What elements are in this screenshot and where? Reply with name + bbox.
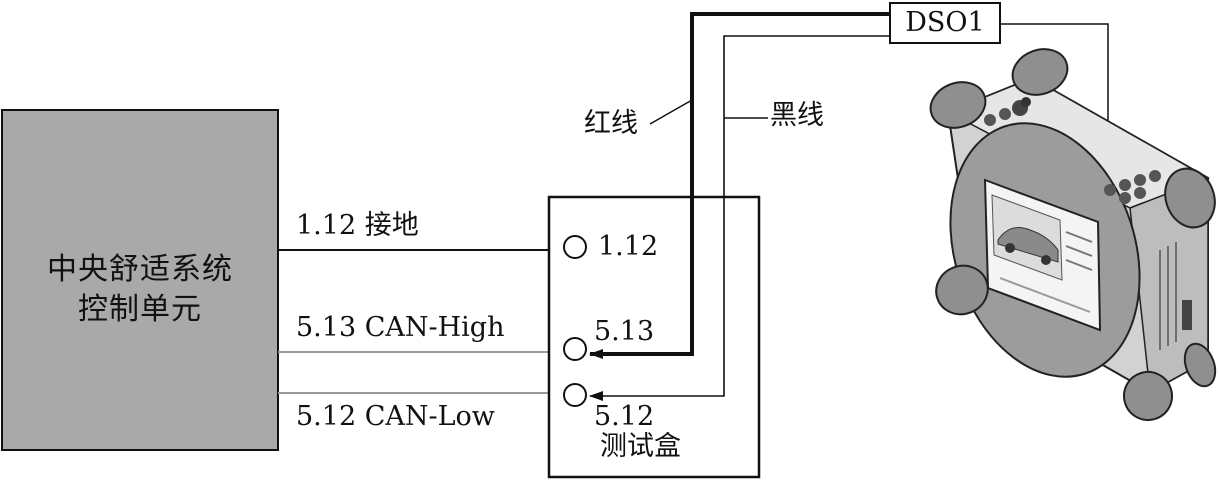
diagnostic-tester-illustration bbox=[929, 48, 1217, 421]
red-label-leader bbox=[649, 99, 693, 125]
control-unit-box bbox=[1, 109, 279, 451]
pin-ground-label: 1.12 bbox=[598, 231, 659, 262]
can-high-wire-label: 5.13 CAN-High bbox=[296, 312, 505, 343]
test-box-title: 测试盒 bbox=[600, 431, 681, 462]
ground-wire-label: 1.12 接地 bbox=[296, 210, 419, 241]
pin-high-socket bbox=[563, 337, 587, 361]
pin-low-socket bbox=[563, 383, 587, 407]
black-lead-label: 黑线 bbox=[770, 100, 824, 131]
red-lead-label: 红线 bbox=[584, 108, 638, 139]
dso1-label-box bbox=[889, 2, 1001, 44]
control-unit-label-line2: 控制单元 bbox=[78, 292, 202, 327]
pin-ground-socket bbox=[563, 235, 587, 259]
control-unit-label-line1: 中央舒适系统 bbox=[47, 252, 233, 287]
dso1-label: DSO1 bbox=[905, 7, 985, 38]
black-probe-lead bbox=[589, 35, 890, 401]
pin-high-label: 5.13 bbox=[594, 316, 655, 347]
can-low-wire-label: 5.12 CAN-Low bbox=[296, 401, 495, 432]
pin-low-label: 5.12 bbox=[594, 401, 655, 432]
red-probe-lead bbox=[589, 12, 890, 359]
